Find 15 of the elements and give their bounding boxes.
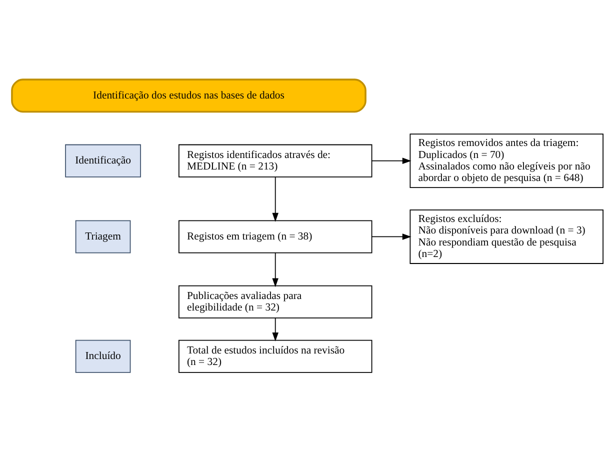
arrow [371, 158, 412, 164]
node-box: Registos removidos antes da triagem: Duplicados (n = 70) Assinalados como não elegíveis por não abordar o objeto de pesquisa (n = 648) [410, 134, 604, 188]
node-box: Triagem [75, 220, 131, 254]
node-box: Identificação [65, 144, 141, 178]
node-box: Registos em triagem (n = 38) [178, 220, 372, 254]
node-box: Identificação dos estudos nas bases de dados [11, 78, 366, 113]
arrow [272, 176, 278, 222]
node-box: Publicações avaliadas para elegibilidade (n = 32) [178, 285, 372, 318]
node-box: Registos identificados através de: MEDLINE (n = 213) [178, 144, 372, 178]
node-box: Total de estudos incluídos na revisão (n = 32) [178, 340, 372, 373]
arrow [272, 252, 278, 288]
arrow [371, 234, 412, 240]
node-box: Incluído [75, 340, 131, 373]
node-box: Registos excluídos: Não disponíveis para download (n = 3) Não respondiam questão de pesquisa (n=2) [410, 209, 604, 264]
arrow [272, 318, 278, 342]
